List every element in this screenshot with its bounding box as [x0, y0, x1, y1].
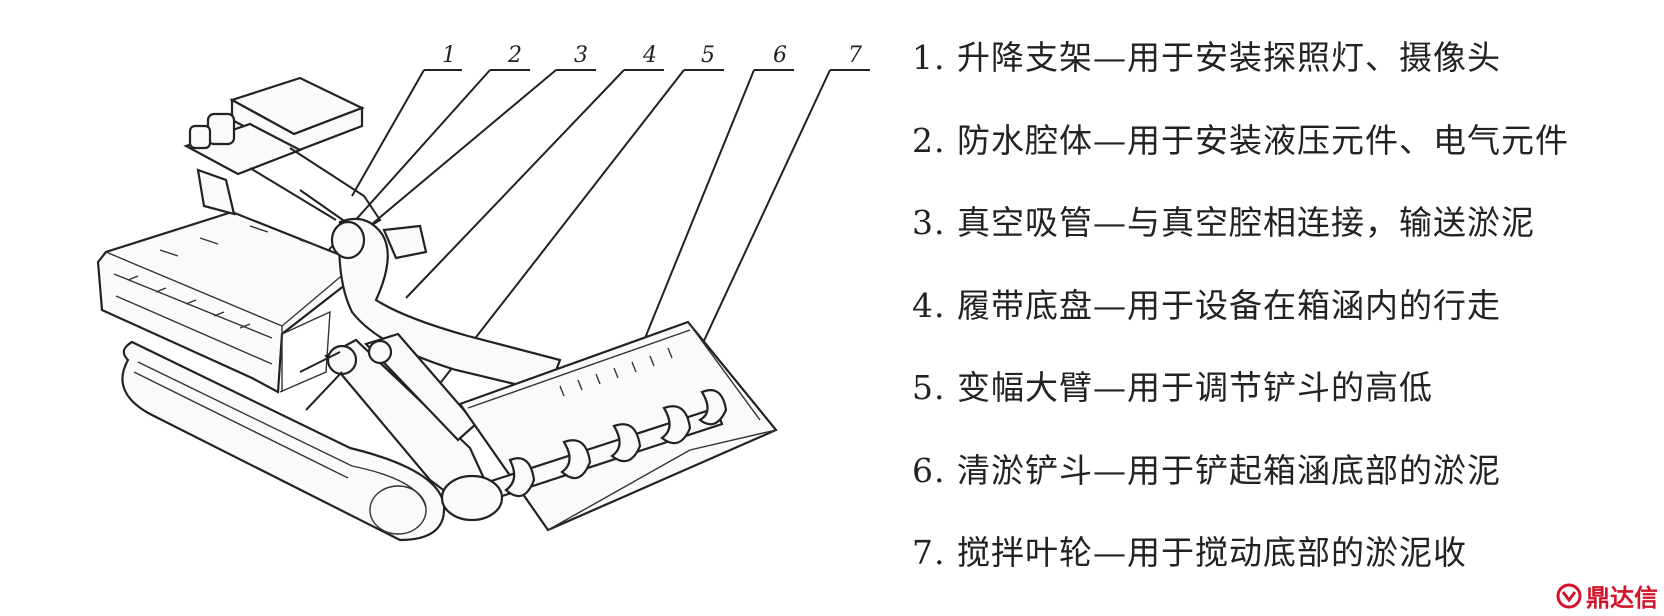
- vacuum-pipe: [330, 217, 562, 394]
- legend-item-5: 5. 变幅大臂—用于调节铲斗的高低: [912, 368, 1433, 407]
- stirring-impeller: [440, 389, 728, 522]
- leader-line-1: [351, 69, 462, 197]
- leader-line-4: [405, 69, 664, 299]
- callout-number-2: 2: [507, 43, 522, 68]
- leader-line-7: [681, 69, 870, 389]
- watermark-text: 鼎达信: [1586, 584, 1658, 612]
- lifting-bracket: [183, 76, 382, 234]
- callout-number-1: 1: [442, 43, 456, 68]
- legend-item-4: 4. 履带底盘—用于设备在箱涵内的行走: [912, 285, 1501, 325]
- callout-labels: 1 2 3 4 5 6 7: [442, 43, 862, 68]
- callout-number-7: 7: [848, 43, 862, 68]
- component-legend: 1. 升降支架—用于安装探照灯、摄像头 2. 防水腔体—用于安装液压元件、电气元…: [912, 38, 1657, 616]
- callout-number-6: 6: [773, 43, 787, 68]
- watermark-logo-icon: [1556, 583, 1582, 608]
- legend-item-7: 7. 搅拌叶轮—用于搅动底部的淤泥收: [912, 533, 1467, 572]
- callout-number-5: 5: [701, 43, 715, 68]
- watermark: 鼎达信: [1556, 578, 1658, 613]
- legend-item-2: 2. 防水腔体—用于安装液压元件、电气元件: [912, 120, 1569, 160]
- callout-number-3: 3: [574, 43, 588, 68]
- waterproof-cavity: [96, 210, 360, 394]
- callout-number-4: 4: [642, 43, 657, 68]
- leader-line-6: [627, 69, 794, 381]
- legend-item-6: 6. 清淤铲斗—用于铲起箱涵底部的淤泥: [912, 450, 1501, 490]
- legend-item-3: 3. 真空吸管—与真空腔相连接，输送淤泥: [912, 203, 1535, 242]
- machine-drawing: 1 2 3 4 5 6 7: [96, 43, 870, 542]
- leader-line-3: [371, 69, 596, 225]
- legend-item-1: 1. 升降支架—用于安装探照灯、摄像头: [912, 38, 1501, 77]
